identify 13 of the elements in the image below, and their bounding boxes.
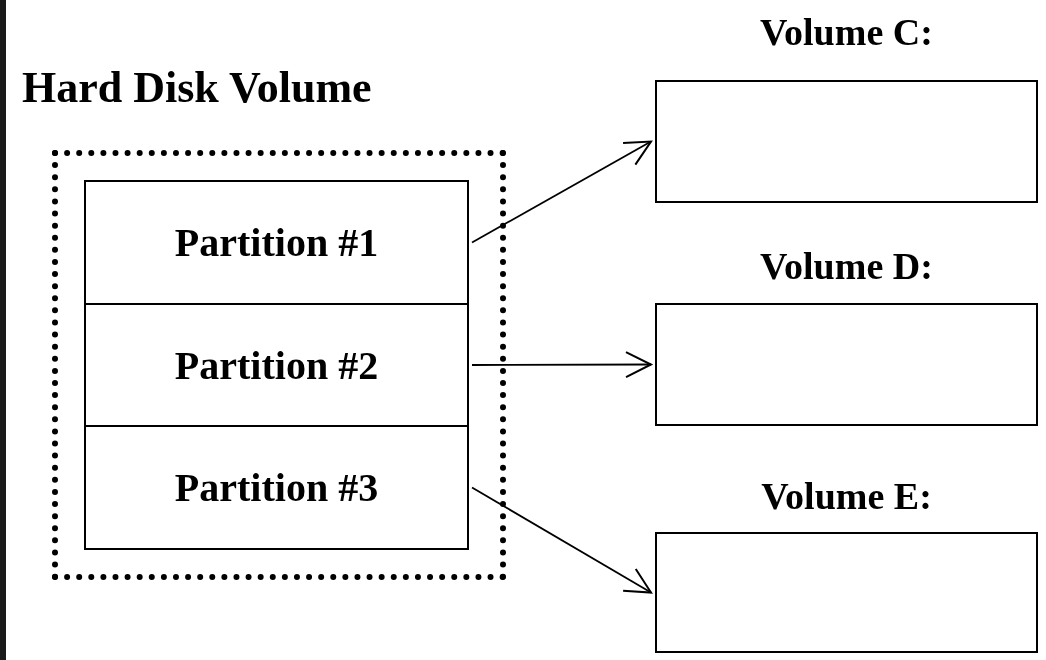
- arrow: [471, 140, 652, 244]
- volume-label: Volume D:: [760, 244, 933, 288]
- volume-label: Volume E:: [761, 474, 932, 518]
- partition-box: [84, 180, 469, 305]
- partition-box: [84, 425, 469, 550]
- partition-label: Partition #3: [174, 464, 379, 511]
- arrow: [471, 486, 652, 594]
- volume-label: Volume C:: [760, 10, 933, 54]
- partition-label: Partition #1: [174, 219, 379, 266]
- group-heading: Hard Disk Volume: [22, 62, 372, 113]
- arrow: [471, 351, 652, 379]
- partition-label: Partition #2: [174, 341, 379, 389]
- partition-box: [84, 303, 469, 427]
